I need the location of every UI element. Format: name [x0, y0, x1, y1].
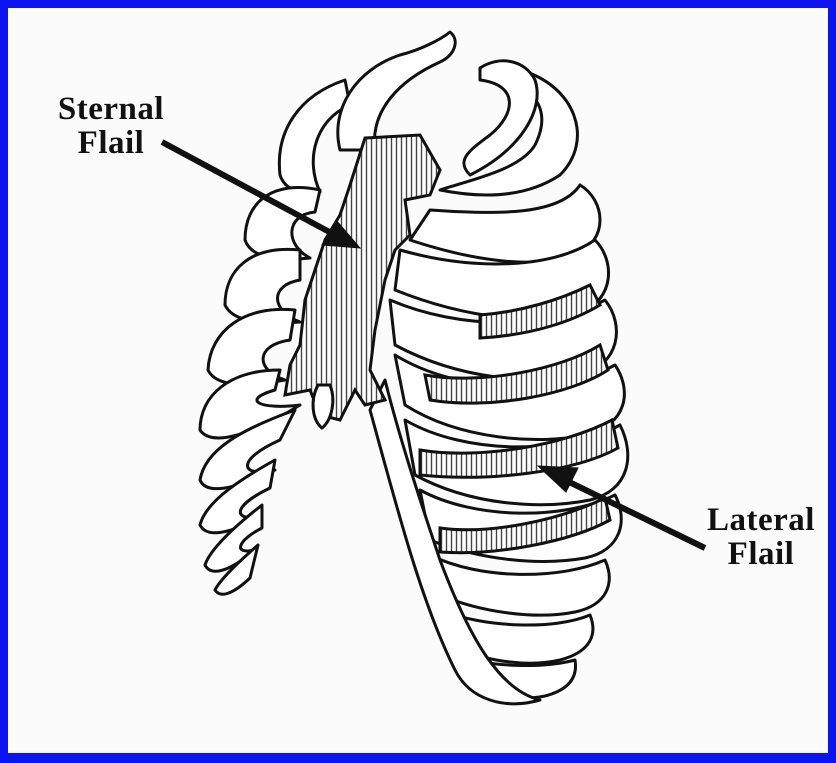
sternal-flail-label: Sternal Flail	[36, 92, 186, 160]
clavicle-left	[338, 32, 455, 150]
lateral-label-line1: Lateral	[676, 503, 836, 537]
lateral-flail-label: Lateral Flail	[676, 503, 836, 571]
xiphoid	[313, 385, 333, 428]
sternal-label-line2: Flail	[36, 126, 186, 160]
lateral-label-line2: Flail	[676, 537, 836, 571]
sternal-label-line1: Sternal	[36, 92, 186, 126]
